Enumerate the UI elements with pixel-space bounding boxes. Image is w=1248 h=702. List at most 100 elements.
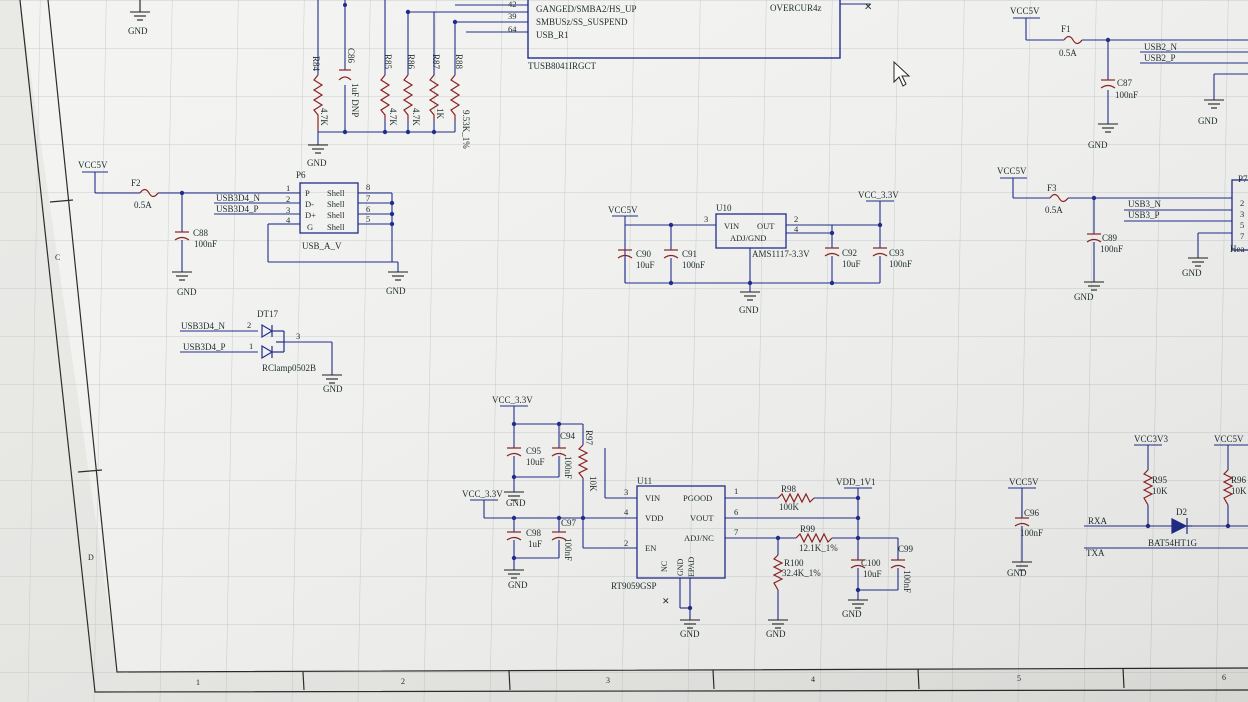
c96-vcc5v: VCC5V — [1009, 477, 1039, 487]
usb2-n-label: USB2_N — [1144, 42, 1178, 52]
u11-vcc33-left: VCC_3.3V — [462, 489, 503, 499]
c98-ref: C98 — [526, 528, 542, 538]
fuse-f2-val: 0.5A — [134, 200, 152, 210]
col-label-6: 6 — [1222, 673, 1226, 682]
u10-ref: U10 — [716, 203, 732, 213]
val-r87: 1K — [435, 108, 445, 120]
ref-r86: R86 — [406, 54, 416, 70]
p7-pin-5: 5 — [1240, 220, 1244, 230]
pin-42: 42 — [508, 0, 517, 9]
row-label-c: C — [55, 253, 60, 262]
p7-pin-2: 2 — [1240, 198, 1244, 208]
c89-val: 100nF — [1100, 244, 1123, 254]
signal-usb-r1: USB_R1 — [536, 30, 569, 40]
u11-pin-en: EN — [645, 543, 656, 553]
gnd-label-c100: GND — [842, 609, 862, 619]
p6-pin-2: 2 — [286, 194, 290, 204]
u11-pin-nc: NC — [660, 561, 669, 572]
dt17-ref: DT17 — [257, 309, 278, 319]
p6-pin-p: P — [305, 188, 310, 198]
c100-ref: C100 — [861, 558, 881, 568]
chip-name: TUSB8041IRGCT — [528, 61, 597, 71]
u11-pin-vdd: VDD — [645, 513, 663, 523]
r97-val: 10K — [588, 476, 598, 492]
col-label-1: 1 — [196, 678, 200, 687]
u10-pin-3: 3 — [704, 214, 708, 224]
col-label-5: 5 — [1017, 674, 1021, 683]
u10-out: OUT — [757, 221, 775, 231]
u11-num-7: 7 — [734, 527, 738, 537]
r96-val: 10K — [1231, 486, 1247, 496]
txa-label: TXA — [1086, 548, 1105, 558]
usb3d4-p-label: USB3D4_P — [216, 204, 259, 214]
cap-c88-val: 100nF — [194, 239, 217, 249]
overcur-signal: OVERCUR4z — [770, 3, 822, 13]
rxa-label: RXA — [1088, 516, 1108, 526]
r99-val: 12.1K_1% — [799, 543, 838, 553]
r99-ref: R99 — [800, 524, 816, 534]
c93-ref: C93 — [889, 248, 905, 258]
p6-shell-2: Shell — [327, 199, 345, 209]
r97-ref: R97 — [584, 430, 594, 446]
c96-val: 100nF — [1020, 528, 1043, 538]
p6-pin-8: 8 — [366, 182, 370, 192]
u10-adj: ADJ/GND — [730, 233, 766, 243]
c99-val: 100nF — [902, 570, 912, 593]
gnd-label-c88: GND — [177, 287, 197, 297]
c99-ref: C99 — [898, 544, 914, 554]
u11-num-2: 2 — [624, 538, 628, 548]
f3-val: 0.5A — [1045, 205, 1063, 215]
c87-val: 100nF — [1115, 90, 1138, 100]
gnd-label-usb2: GND — [1198, 116, 1218, 126]
f1-ref: F1 — [1061, 24, 1071, 34]
c87-ref: C87 — [1117, 78, 1133, 88]
r96-vcc5v: VCC5V — [1214, 434, 1244, 444]
ref-r88: R88 — [454, 54, 464, 70]
val-r88: 9.53K_1% — [461, 110, 471, 149]
gnd-label-u11: GND — [680, 629, 700, 639]
p6-shell-1: Shell — [327, 188, 345, 198]
p6-pin-6: 6 — [366, 204, 370, 214]
u10-part: AMS1117-3.3V — [752, 249, 810, 259]
ref-r87: R87 — [431, 54, 441, 70]
r96-ref: R96 — [1231, 475, 1247, 485]
r100-ref: R100 — [784, 558, 804, 568]
d2-part: BAT54HT1G — [1148, 538, 1197, 548]
gnd-label-r100: GND — [766, 629, 786, 639]
p6-pin-7: 7 — [366, 193, 370, 203]
c98-val: 1uF — [528, 539, 542, 549]
c96-ref: C96 — [1024, 508, 1040, 518]
c95-ref: C95 — [526, 446, 542, 456]
f3-vcc5v: VCC5V — [997, 166, 1027, 176]
gnd-label-u10: GND — [739, 305, 759, 315]
u11-pin-vin: VIN — [645, 493, 660, 503]
signal-smbus: SMBUSz/SS_SUSPEND — [536, 17, 628, 27]
pin-64: 64 — [508, 24, 517, 34]
p6-part: USB_A_V — [302, 241, 342, 251]
u11-pin-pgood: PGOOD — [683, 493, 712, 503]
u11-num-6: 6 — [734, 507, 738, 517]
c97-val: 100nF — [563, 538, 573, 561]
p7-pin-3: 3 — [1240, 209, 1244, 219]
c92-ref: C92 — [842, 248, 857, 258]
u10-vcc5v: VCC5V — [608, 205, 638, 215]
f1-vcc5v: VCC5V — [1010, 6, 1040, 16]
c95-val: 10uF — [526, 457, 545, 467]
c92-val: 10uF — [842, 259, 861, 269]
val-c86: 1uF DNP — [350, 83, 360, 117]
col-label-2: 2 — [401, 677, 405, 686]
p6-shell-4: Shell — [327, 222, 345, 232]
c97-ref: C97 — [561, 518, 577, 528]
u11-no-connect-mark: ✕ — [662, 596, 670, 606]
no-connect-mark: ✕ — [864, 2, 872, 13]
fuse-f2-ref: F2 — [131, 178, 141, 188]
pin-39: 39 — [508, 11, 517, 21]
p7-pin-7: 7 — [1240, 231, 1244, 241]
r95-ref: R95 — [1152, 475, 1168, 485]
val-r86: 4.7K — [411, 108, 421, 126]
u11-vdd-1v1: VDD_1V1 — [836, 477, 876, 487]
gnd-label: GND — [128, 26, 148, 36]
c94-val: 100nF — [563, 456, 573, 479]
u11-pin-vout: VOUT — [690, 513, 714, 523]
